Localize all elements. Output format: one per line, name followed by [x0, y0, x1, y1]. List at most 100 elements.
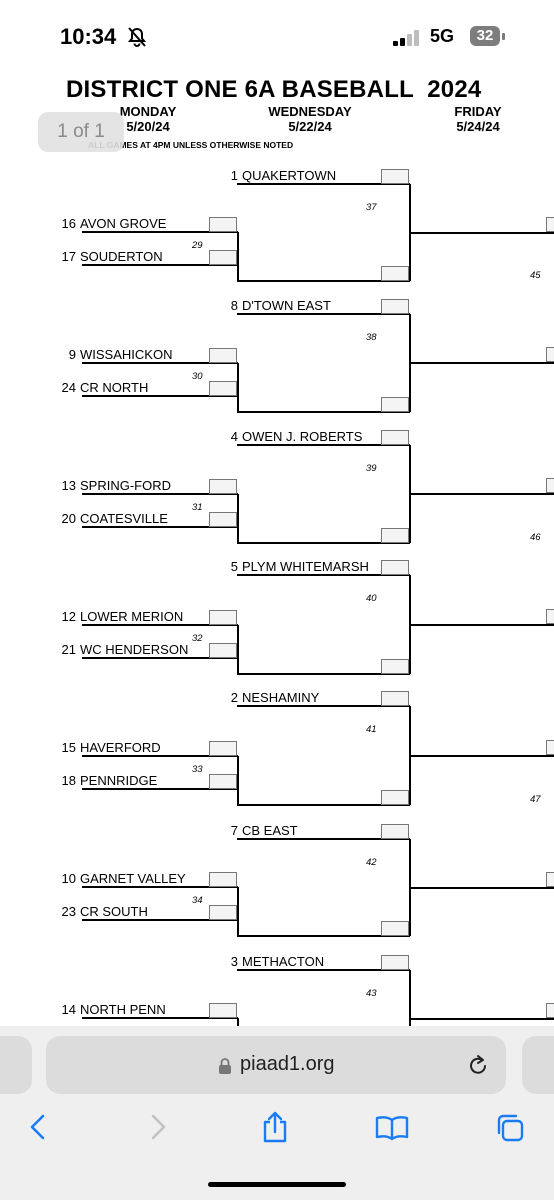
team-name: PENNRIDGE [80, 773, 158, 788]
round3-date: 5/24/24 [456, 119, 500, 134]
round1-winner-connector [237, 788, 239, 805]
reload-icon[interactable] [466, 1052, 490, 1078]
score-box [381, 266, 409, 281]
team-name: OWEN J. ROBERTS [242, 429, 363, 444]
round2-bottom-line [237, 935, 410, 937]
round1-team-line [82, 657, 238, 659]
round1-connector [237, 1018, 239, 1026]
round1-team: 17 SOUDERTON [60, 249, 163, 264]
round1-team-line [82, 755, 238, 757]
round2-team-line [237, 574, 410, 576]
tabs-icon[interactable] [494, 1112, 526, 1144]
round2-team-line [237, 969, 410, 971]
score-box [209, 250, 237, 265]
round1-date: 5/20/24 [126, 119, 170, 134]
team-seed: 17 [61, 249, 76, 264]
round1-team-line [82, 624, 238, 626]
round1-connector [237, 756, 239, 789]
score-box [381, 169, 409, 184]
game-number: 47 [530, 794, 541, 805]
round3-line [410, 362, 554, 364]
forward-icon[interactable] [148, 1112, 168, 1142]
game-number: 34 [192, 895, 203, 906]
score-box [381, 397, 409, 412]
score-box [546, 216, 554, 232]
share-icon[interactable] [260, 1110, 290, 1144]
game-number: 40 [366, 593, 377, 604]
round1-connector [237, 232, 239, 265]
round3-day: FRIDAY [454, 104, 502, 119]
team-seed: 12 [61, 609, 76, 624]
address-bar[interactable]: piaad1.org [46, 1036, 506, 1094]
score-box [381, 659, 409, 674]
battery-tip [502, 33, 505, 40]
game-number: 37 [366, 202, 377, 213]
round1-team-line [82, 886, 238, 888]
team-name: SOUDERTON [80, 249, 163, 264]
team-seed: 7 [230, 823, 238, 838]
round1-team-line [82, 526, 238, 528]
team-seed: 20 [61, 511, 76, 526]
signal-icon [393, 30, 419, 46]
team-seed: 5 [230, 559, 238, 574]
game-number: 30 [192, 371, 203, 382]
team-seed: 10 [61, 871, 76, 886]
team-seed: 3 [230, 954, 238, 969]
team-seed: 18 [61, 773, 76, 788]
team-name: AVON GROVE [80, 216, 167, 231]
round1-team-line [82, 788, 238, 790]
previous-tab-peek[interactable] [0, 1036, 32, 1094]
team-name: LOWER MERION [80, 609, 184, 624]
score-box [381, 921, 409, 936]
round1-winner-connector [237, 919, 239, 936]
round1-header: MONDAY 5/20/24 [88, 104, 208, 134]
score-box [209, 872, 237, 887]
bookmarks-icon[interactable] [374, 1114, 410, 1142]
team-name: WISSAHICKON [80, 347, 173, 362]
round1-day: MONDAY [119, 104, 177, 119]
team-name: PLYM WHITEMARSH [242, 559, 369, 574]
team-name: CR SOUTH [80, 904, 148, 919]
battery-level: 32 [470, 26, 500, 46]
round3-line [410, 623, 554, 626]
bracket-title: DISTRICT ONE 6A BASEBALL 2024 [66, 76, 482, 103]
score-box [381, 955, 409, 970]
round1-winner-connector [237, 395, 239, 412]
round3-line [410, 754, 554, 757]
status-bar: 10:34 5G 32 [0, 0, 554, 76]
back-icon[interactable] [28, 1112, 48, 1142]
round3-line [410, 231, 554, 234]
game-number: 29 [192, 240, 203, 251]
round2-bottom-line [237, 280, 410, 282]
round2-team-line [237, 705, 410, 707]
round1-team-line [82, 264, 238, 266]
round1-connector [237, 363, 239, 396]
status-time: 10:34 [60, 24, 117, 49]
score-box [381, 824, 409, 839]
next-tab-peek[interactable] [522, 1036, 554, 1094]
score-box [209, 610, 237, 625]
team-seed: 13 [61, 478, 76, 493]
score-box [381, 691, 409, 706]
game-number: 33 [192, 764, 203, 775]
score-box [209, 774, 237, 789]
team-seed: 16 [61, 216, 76, 231]
score-box [381, 299, 409, 314]
round1-team: 16 AVON GROVE [60, 216, 167, 231]
round1-team-line [82, 362, 238, 364]
pdf-document[interactable]: DISTRICT ONE 6A BASEBALL 2024 MONDAY 5/2… [0, 76, 554, 1026]
round1-winner-connector [237, 526, 239, 543]
url-text: piaad1.org [240, 1053, 335, 1075]
browser-toolbar: piaad1.org [0, 1026, 554, 1200]
